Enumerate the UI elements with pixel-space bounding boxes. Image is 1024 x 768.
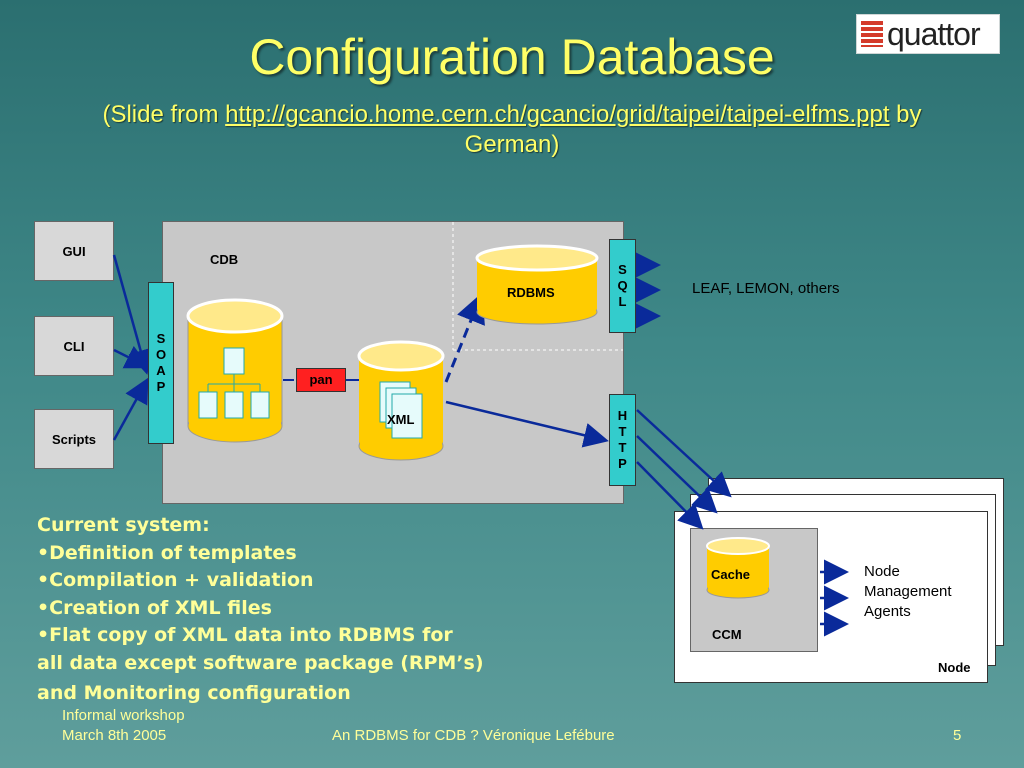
xml-cylinder (357, 340, 445, 461)
node-label: Node (938, 660, 971, 675)
cdb-cylinder (186, 298, 284, 443)
cache-label: Cache (711, 567, 750, 582)
bullet-list: Current system: •Definition of templates… (37, 512, 484, 708)
ccm-label: CCM (712, 627, 742, 642)
arrow-http-node-1 (636, 409, 732, 498)
footer-event: Informal workshop March 8th 2005 (62, 706, 185, 746)
source-link[interactable]: http://gcancio.home.cern.ch/gcancio/grid… (225, 101, 890, 128)
slide-subtitle: (Slide from http://gcancio.home.cern.ch/… (80, 100, 944, 160)
bullet-item: •Flat copy of XML data into RDBMS for (37, 624, 453, 646)
sql-interface: SQL (609, 239, 636, 333)
cache-cylinder (706, 537, 770, 599)
bullet-heading: Current system: (37, 514, 210, 536)
rdbms-cylinder (475, 244, 599, 325)
bullet-item: •Definition of templates (37, 541, 297, 564)
quattor-logo: quattor (856, 14, 1000, 54)
http-interface: HTTP (609, 394, 636, 486)
arrow-xml-http (445, 400, 609, 448)
rdbms-label: RDBMS (507, 285, 555, 300)
footer-event-line-1: Informal workshop (62, 707, 185, 724)
subtitle-prefix: (Slide from (102, 101, 226, 128)
footer-center: An RDBMS for CDB ? Véronique Lefébure (332, 727, 615, 744)
arrow-cli-soap (113, 345, 151, 369)
sql-consumers-label: LEAF, LEMON, others (692, 280, 840, 297)
arrow-scripts-soap (112, 377, 149, 441)
agents-line-3: Agents (864, 603, 911, 620)
xml-files-icon (379, 381, 423, 439)
cdb-label: CDB (210, 252, 239, 267)
scripts-box: Scripts (34, 409, 114, 469)
arrow-xml-rdbms (444, 292, 485, 383)
cli-box: CLI (34, 316, 114, 376)
agents-line-2: Management (864, 583, 952, 600)
bullet-continuation: all data except software package (RPM’s) (37, 651, 484, 674)
xml-label: XML (387, 412, 415, 427)
arrow-http-node-2 (636, 435, 718, 514)
soap-label: SOAP (156, 331, 167, 394)
http-label: HTTP (617, 408, 628, 471)
footer-event-line-2: March 8th 2005 (62, 727, 167, 744)
gui-label: GUI (62, 244, 86, 259)
quattor-mark-icon (861, 21, 883, 47)
page-number: 5 (953, 727, 962, 744)
agents-line-1: Node (864, 563, 900, 580)
gui-box: GUI (34, 221, 114, 281)
bullet-item: •Compilation + validation (37, 569, 314, 591)
bullet-continuation: and Monitoring configuration (37, 682, 351, 704)
bullet-item: •Creation of XML files (37, 596, 272, 619)
sql-label: SQL (617, 262, 628, 309)
arrow-http-node-3 (636, 461, 704, 530)
subtitle-suffix: by German) (464, 101, 922, 158)
scripts-label: Scripts (51, 432, 97, 447)
tree-structure-icon (198, 347, 270, 419)
node-management-agents: Node Management Agents (864, 562, 952, 622)
logo-text: quattor (887, 16, 981, 52)
cli-label: CLI (63, 339, 85, 354)
pan-compiler: pan (296, 368, 346, 392)
slide-title: Configuration Database (249, 29, 775, 85)
soap-interface: SOAP (148, 282, 174, 444)
